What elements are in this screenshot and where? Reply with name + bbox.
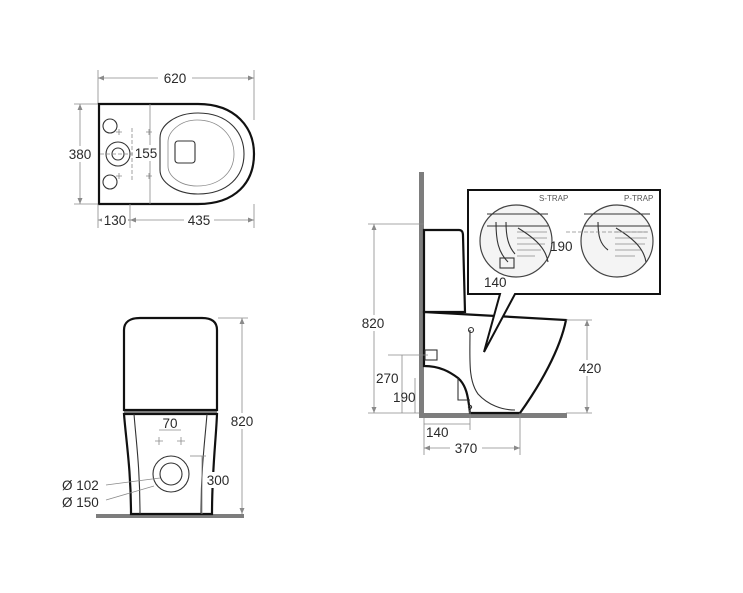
side-wall-offset-label: 140 (426, 425, 449, 440)
front-outer-diameter-label: Ø 150 (62, 495, 99, 510)
top-view: 620 380 155 130 (64, 70, 256, 228)
s-trap-detail (479, 204, 553, 278)
p-trap-dim-label: 190 (550, 239, 573, 254)
front-height-label: 820 (231, 414, 254, 429)
front-view: 70 820 300 Ø 102 Ø 150 (62, 316, 258, 518)
trap-detail-callout: S-TRAP P-TRAP 140 190 (467, 189, 661, 353)
top-width-label: 620 (164, 71, 187, 86)
s-trap-label: S-TRAP (539, 194, 568, 203)
front-pedestal (122, 412, 219, 516)
p-trap-label: P-TRAP (624, 194, 653, 203)
s-trap-dim-label: 140 (484, 275, 507, 290)
front-inner-diameter-label: Ø 102 (62, 478, 99, 493)
side-outlet-height-label: 190 (393, 390, 416, 405)
top-front-length-label: 435 (188, 213, 211, 228)
side-bowl (422, 310, 568, 415)
front-floor (96, 514, 244, 518)
front-tank (122, 316, 219, 412)
side-tank (422, 228, 467, 314)
front-outlet-height-label: 300 (207, 473, 230, 488)
side-inlet-height-label: 270 (376, 371, 399, 386)
side-wall (419, 172, 424, 418)
side-length-label: 370 (455, 441, 478, 456)
p-trap-detail (566, 204, 654, 278)
side-floor (419, 413, 567, 418)
top-center-label: 155 (135, 146, 158, 161)
side-seat-height-label: 420 (579, 361, 602, 376)
top-rear-offset-label: 130 (104, 213, 127, 228)
side-height-label: 820 (362, 316, 385, 331)
top-depth-label: 380 (69, 147, 92, 162)
side-view: 820 270 190 420 140 370 (356, 172, 604, 456)
front-spacing-label: 70 (162, 416, 177, 431)
top-bowl-outline (97, 102, 256, 206)
